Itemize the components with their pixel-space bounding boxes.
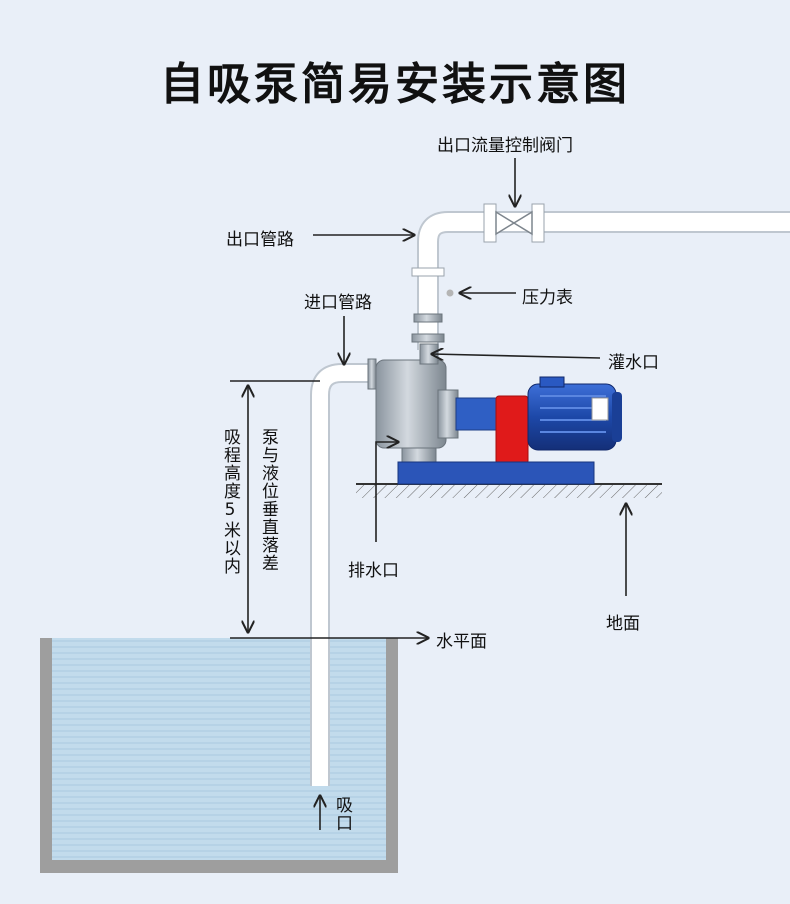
outlet-pipe bbox=[411, 211, 790, 350]
label-water-level: 水平面 bbox=[436, 632, 487, 652]
coupling-guard bbox=[495, 395, 529, 465]
ground-base bbox=[356, 483, 662, 498]
base-frame bbox=[397, 461, 595, 485]
page-title: 自吸泵简易安装示意图 bbox=[160, 59, 630, 110]
label-vertical-drop: 泵与液位垂直落差 bbox=[258, 428, 278, 572]
label-drain-port: 排水口 bbox=[348, 561, 399, 581]
label-pressure-gauge: 压力表 bbox=[522, 288, 573, 308]
label-inlet-pipe: 进口管路 bbox=[304, 293, 372, 313]
arrow-icon bbox=[313, 158, 626, 830]
motor bbox=[527, 376, 622, 451]
water-tank bbox=[40, 638, 398, 873]
label-suction-height: 吸程高度5米以内 bbox=[220, 428, 240, 575]
label-ground: 地面 bbox=[606, 614, 640, 634]
label-priming-port: 灌水口 bbox=[608, 353, 659, 373]
pump-casing bbox=[375, 343, 499, 465]
label-outlet-valve: 出口流量控制阀门 bbox=[437, 136, 573, 156]
inlet-pipe bbox=[310, 358, 377, 786]
dimension-lines bbox=[230, 380, 410, 639]
valve-icon bbox=[483, 203, 545, 243]
label-suction-inlet: 吸口 bbox=[332, 796, 352, 832]
pressure-gauge-icon bbox=[446, 289, 454, 297]
label-outlet-pipe: 出口管路 bbox=[226, 230, 294, 250]
